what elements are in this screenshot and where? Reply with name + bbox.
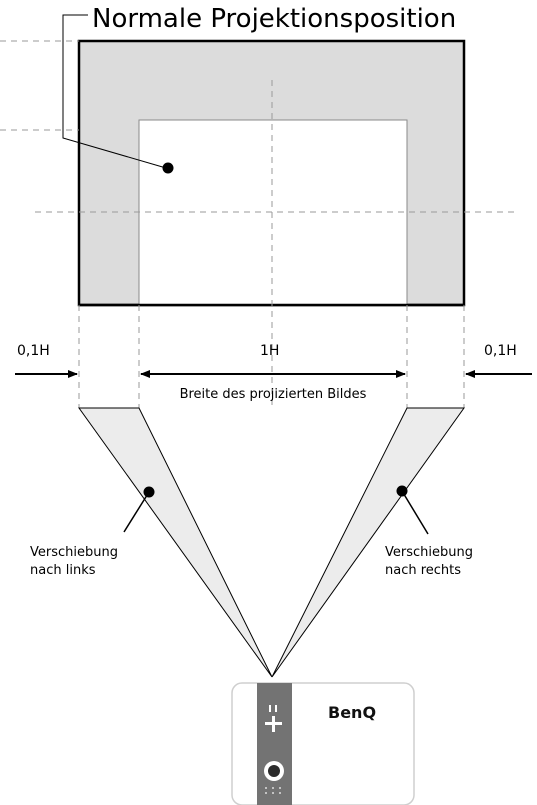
diagram-title: Normale Projektionsposition <box>92 4 456 34</box>
left-shift-leader <box>123 491 150 533</box>
projector-control-strip <box>257 683 292 805</box>
position-marker-dot <box>162 162 174 174</box>
indicator-dots <box>265 787 281 794</box>
plus-icon <box>265 716 282 732</box>
projector: BenQ <box>231 682 415 805</box>
right-shift-label-line2: nach rechts <box>385 563 461 578</box>
left-offset-label: 0,1H <box>17 343 50 359</box>
left-shift-label-line2: nach links <box>30 563 96 578</box>
pause-icon <box>269 705 277 712</box>
lens-icon <box>268 765 280 777</box>
width-caption: Breite des projizierten Bildes <box>180 387 367 402</box>
brand-logo: BenQ <box>328 703 376 722</box>
title-leader-line <box>62 14 167 169</box>
right-offset-label: 0,1H <box>484 343 517 359</box>
guide-lines <box>0 40 515 408</box>
right-shift-label-line1: Verschiebung <box>385 545 473 560</box>
center-width-label: 1H <box>260 343 279 359</box>
left-shift-label-line1: Verschiebung <box>30 545 118 560</box>
right-shift-leader <box>401 490 429 535</box>
right-shift-cone <box>271 407 465 678</box>
left-shift-cone <box>78 407 273 678</box>
